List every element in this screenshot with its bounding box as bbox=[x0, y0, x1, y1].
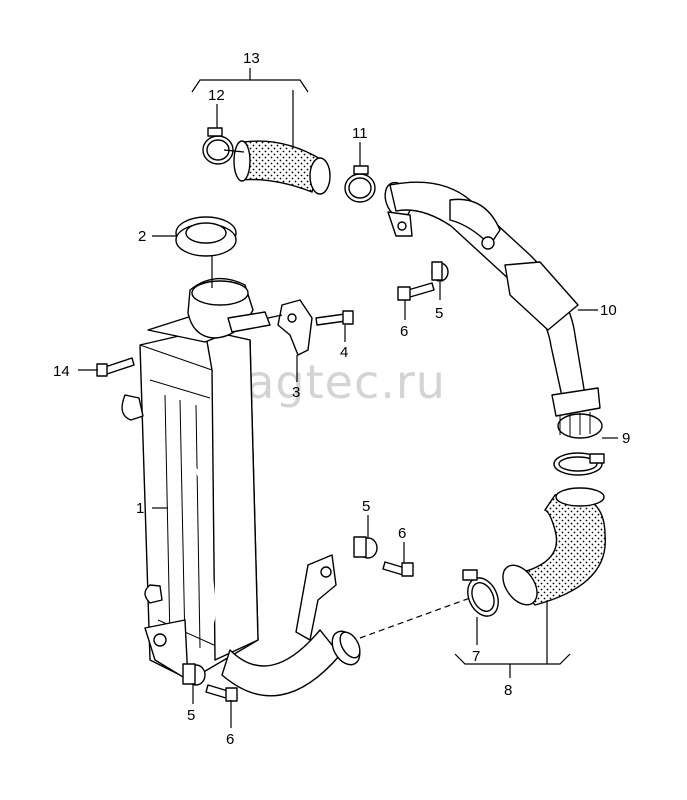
callout-12: 12 bbox=[208, 87, 225, 104]
intercooler bbox=[121, 314, 361, 697]
callout-1: 1 bbox=[136, 500, 144, 517]
charge-pipe bbox=[384, 181, 603, 439]
clamp-7 bbox=[462, 569, 499, 617]
callout-6-top: 6 bbox=[400, 323, 408, 340]
clamp-9 bbox=[553, 452, 605, 476]
callout-10: 10 bbox=[600, 302, 617, 319]
callout-5-mid: 5 bbox=[362, 498, 370, 515]
nut-5-bottom bbox=[182, 663, 206, 686]
bracket bbox=[227, 299, 313, 356]
bolt-14 bbox=[96, 357, 135, 377]
callout-5-bottom: 5 bbox=[187, 707, 195, 724]
clamp-11 bbox=[344, 165, 376, 203]
callout-4: 4 bbox=[340, 344, 348, 361]
lower-hose bbox=[502, 487, 606, 606]
watermark-text: vagtec.ru bbox=[218, 355, 446, 409]
callout-9: 9 bbox=[622, 430, 630, 447]
callout-3: 3 bbox=[292, 384, 300, 401]
callout-11: 11 bbox=[352, 125, 368, 142]
leader-lines bbox=[78, 68, 618, 728]
callout-2: 2 bbox=[138, 228, 146, 245]
upper-hose bbox=[233, 140, 331, 195]
callout-labels: 13 12 11 2 10 5 6 4 14 3 9 1 5 6 7 8 5 6 bbox=[53, 50, 630, 748]
callout-8: 8 bbox=[504, 682, 512, 699]
bolt-4 bbox=[315, 310, 354, 326]
bolt-6-top bbox=[397, 282, 435, 301]
callout-6-mid: 6 bbox=[398, 525, 406, 542]
bolt-6-mid bbox=[382, 561, 414, 577]
callout-7: 7 bbox=[472, 648, 480, 665]
nut-5-mid bbox=[353, 536, 378, 559]
callout-14: 14 bbox=[53, 363, 70, 380]
bolt-6-bottom bbox=[205, 684, 238, 702]
callout-6-bottom: 6 bbox=[226, 731, 234, 748]
nut-5-top bbox=[431, 261, 449, 282]
callout-13: 13 bbox=[243, 50, 260, 67]
callout-5-top: 5 bbox=[435, 305, 443, 322]
clamp-12 bbox=[202, 127, 234, 165]
